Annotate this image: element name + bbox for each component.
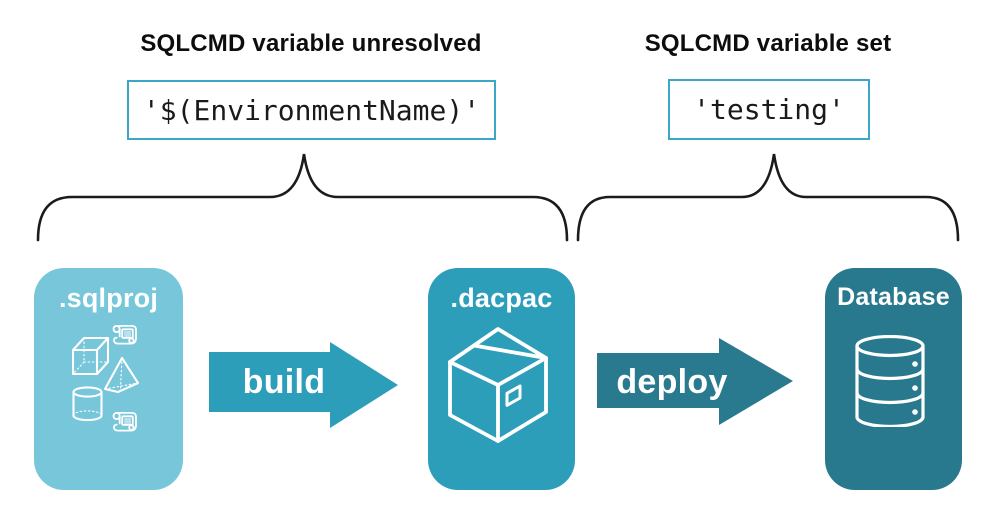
build-arrow: [209, 342, 398, 428]
cube-icon: [72, 336, 110, 376]
node-dacpac-label: .dacpac: [450, 283, 553, 313]
node-sqlproj-label: .sqlproj: [58, 283, 159, 313]
node-sqlproj: .sqlproj: [34, 268, 183, 490]
deploy-arrow: [597, 338, 793, 425]
node-database-label: Database: [837, 283, 950, 311]
sql-script-icon: [112, 325, 137, 345]
node-database: Database: [825, 268, 962, 490]
sql-project-shapes-icon: [72, 325, 140, 432]
deploy-arrow-shape: [597, 338, 793, 425]
left-brace: [36, 153, 569, 242]
cylinder-icon: [72, 386, 103, 422]
pyramid-icon: [103, 356, 140, 394]
sql-script-icon: [112, 412, 137, 432]
code-value-set: 'testing': [693, 93, 845, 126]
database-cylinder-icon: [855, 335, 925, 427]
code-box-testing: 'testing': [668, 79, 870, 140]
right-brace: [576, 153, 960, 242]
build-arrow-shape: [209, 342, 398, 428]
code-value-unresolved: '$(EnvironmentName)': [142, 93, 481, 127]
heading-variable-set: SQLCMD variable set: [644, 30, 892, 57]
heading-variable-unresolved: SQLCMD variable unresolved: [140, 30, 482, 57]
package-box-icon: [448, 327, 548, 443]
code-box-environment-name: '$(EnvironmentName)': [127, 80, 496, 140]
node-dacpac: .dacpac: [428, 268, 575, 490]
